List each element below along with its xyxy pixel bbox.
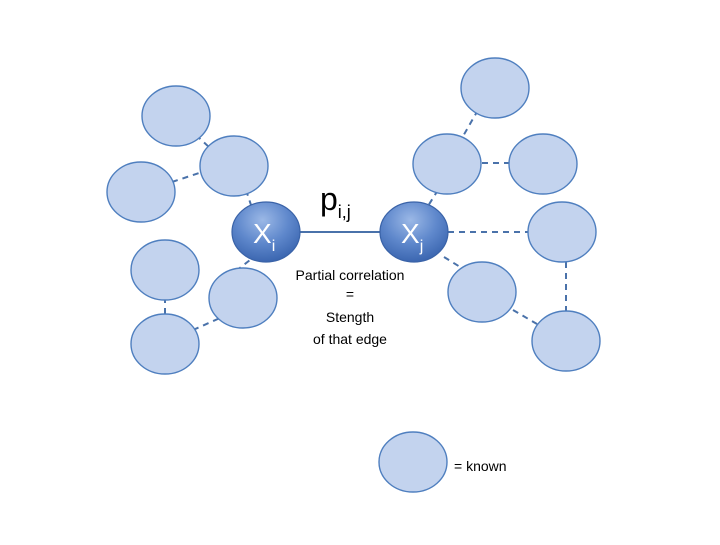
- known-node: [447, 261, 517, 323]
- edge-right-top-to-mid: [461, 109, 479, 139]
- known-node: [508, 133, 578, 195]
- known-node: [208, 267, 278, 329]
- legend-known-node: [378, 431, 448, 493]
- known-node: [141, 85, 211, 147]
- known-node: [130, 239, 200, 301]
- known-node: [527, 201, 597, 263]
- edge-right-lower-to-bottom: [512, 309, 538, 325]
- known-node: [412, 133, 482, 195]
- variable-xj-label: Xj: [401, 218, 423, 255]
- known-node: [130, 313, 200, 375]
- edge-left-bottom-to-lower: [192, 317, 221, 331]
- edge-left-outer-to-mid: [171, 171, 203, 183]
- edge-weight-label: pi,j: [320, 181, 351, 222]
- known-node: [106, 161, 176, 223]
- caption-line: Stength: [326, 309, 374, 325]
- legend-label: = known: [454, 458, 507, 474]
- edge-xj-to-right-lower: [443, 256, 466, 271]
- variable-node-xj: [379, 201, 449, 263]
- variable-node-xi: [231, 201, 301, 263]
- known-node: [460, 57, 530, 119]
- known-node: [531, 310, 601, 372]
- caption-line: =: [346, 286, 354, 302]
- known-node: [199, 135, 269, 197]
- caption-line: of that edge: [313, 331, 387, 347]
- variable-xi-label: Xi: [253, 218, 275, 255]
- caption-line: Partial correlation: [296, 267, 405, 283]
